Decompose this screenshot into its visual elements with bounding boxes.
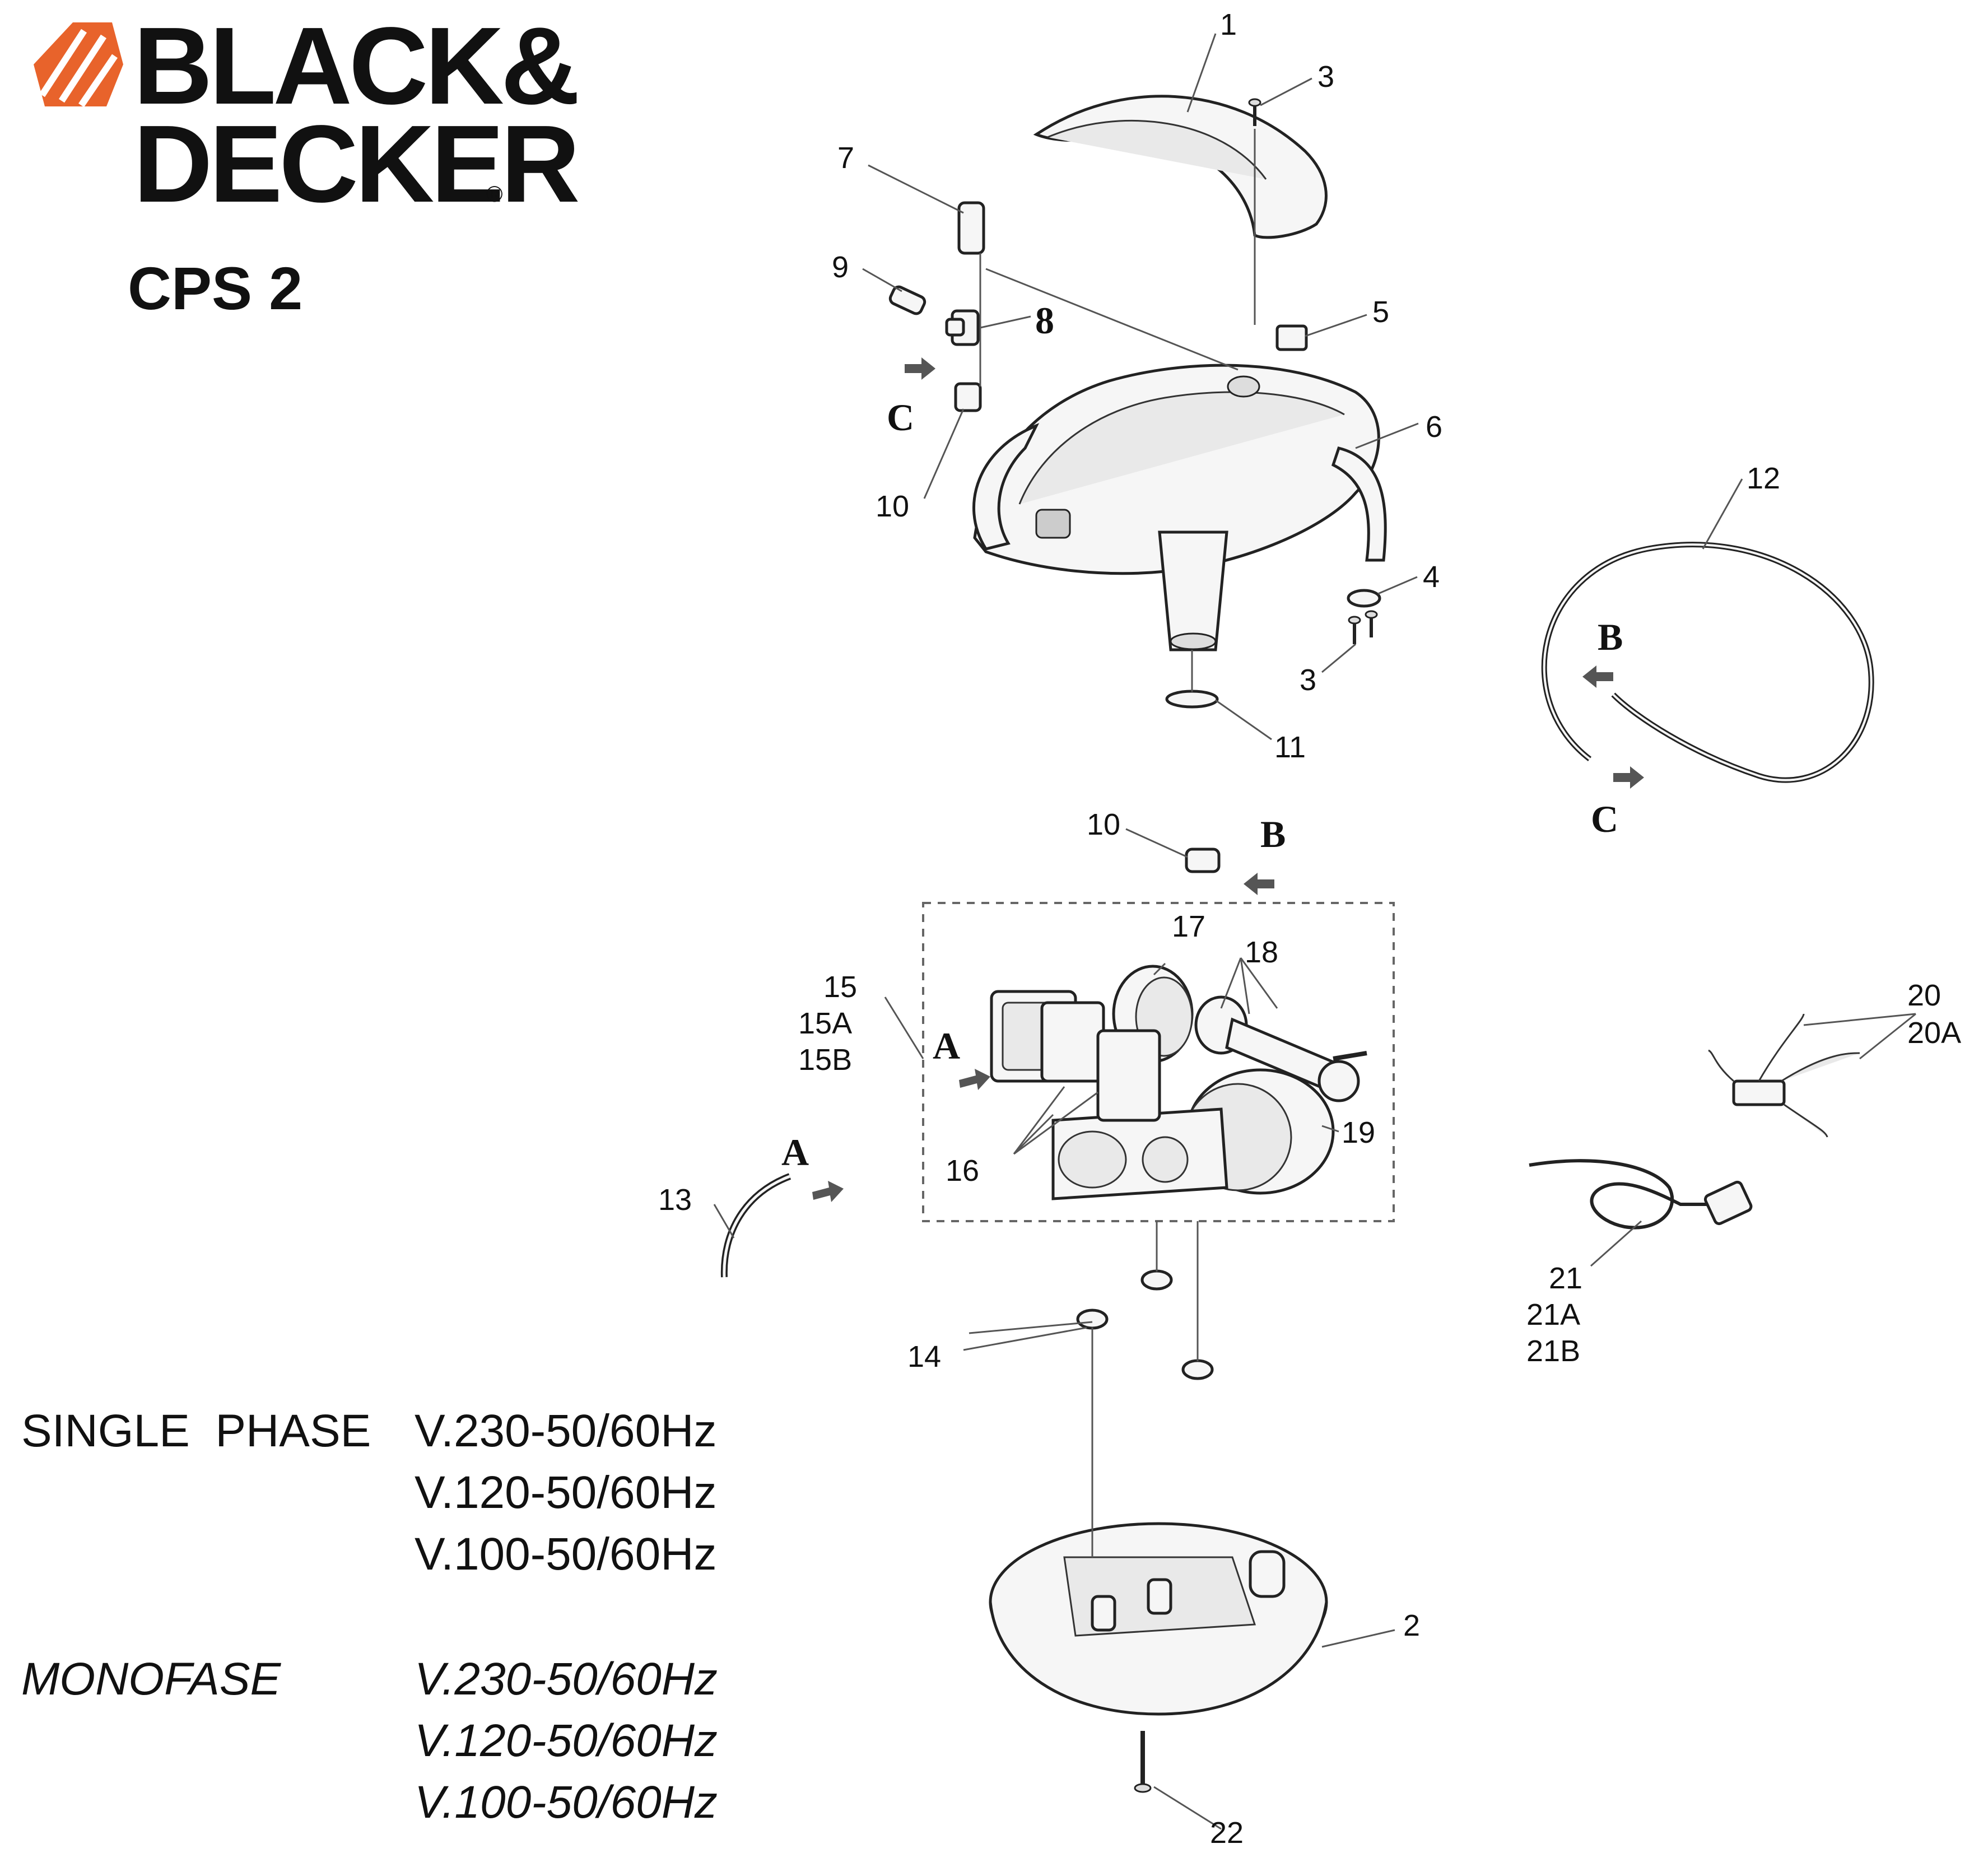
part-6-top-housing — [972, 364, 1387, 651]
part-7-valve — [957, 201, 985, 255]
callout-20a: 20A — [1907, 1016, 1961, 1050]
callout-3: 3 — [1300, 663, 1316, 697]
callout-9: 9 — [832, 250, 849, 284]
callout-labels: 1 3 7 9 8 5 6 C 10 4 3 11 12 B C 10 B 17… — [658, 8, 1961, 1850]
monofase-label: MONOFASE — [21, 1654, 281, 1705]
part-10-elbow-upper — [954, 382, 982, 412]
part-2-base — [989, 1522, 1328, 1716]
brand-line-2: DECKER — [133, 103, 578, 225]
part-4-foot — [1347, 589, 1381, 608]
callout-11: 11 — [1274, 730, 1306, 764]
monofase-value: V.100-50/60Hz — [415, 1777, 718, 1828]
part-14-grommets — [1076, 1269, 1214, 1380]
part-11-foot — [1165, 690, 1219, 709]
part-9-nipple — [888, 285, 927, 315]
compressor-group-box — [922, 902, 1395, 1222]
part-3-screw-upper — [1248, 98, 1261, 126]
callout-15: 15 — [823, 970, 857, 1004]
part-13-tube — [720, 1173, 792, 1278]
part-8-tee-fitting — [945, 309, 980, 346]
callout-17: 17 — [1172, 910, 1205, 943]
callout-12: 12 — [1747, 462, 1780, 495]
callout-6: 6 — [1426, 410, 1442, 444]
single-phase-label: SINGLE PHASE — [21, 1405, 371, 1456]
part-22-screw — [1134, 1731, 1152, 1793]
voltage-spec: SINGLE PHASE V.230-50/60Hz V.120-50/60Hz… — [21, 1405, 718, 1828]
part-5-clip — [1275, 324, 1308, 351]
part-3-screws-lower — [1348, 610, 1378, 644]
connector-a-comp: A — [933, 1025, 960, 1067]
connector-c-top: C — [887, 396, 914, 439]
single-phase-value: V.120-50/60Hz — [415, 1467, 717, 1518]
connector-a-tube: A — [781, 1131, 809, 1174]
model-name: CPS 2 — [128, 254, 302, 322]
callout-3: 3 — [1317, 60, 1334, 94]
callout-2: 2 — [1403, 1609, 1420, 1642]
part-16-crankcase — [1051, 1029, 1228, 1200]
callout-15b: 15B — [798, 1043, 852, 1077]
monofase-value: V.230-50/60Hz — [415, 1654, 718, 1705]
callout-19: 19 — [1342, 1116, 1375, 1149]
part-10-elbow-lower — [1185, 848, 1221, 873]
brand-line-1: BLACK& — [133, 4, 577, 127]
part-21-power-cord — [1529, 1159, 1753, 1230]
callout-18: 18 — [1245, 935, 1278, 969]
part-18-piston-rod — [1194, 995, 1367, 1102]
callout-10: 10 — [1087, 808, 1120, 841]
single-phase-value: V.100-50/60Hz — [415, 1529, 717, 1580]
callout-21b: 21B — [1526, 1334, 1580, 1368]
callout-15a: 15A — [798, 1007, 852, 1040]
callout-21a: 21A — [1526, 1298, 1580, 1331]
connector-c-hose: C — [1591, 798, 1618, 840]
callout-21: 21 — [1549, 1261, 1582, 1295]
brand-logo: BLACK& DECKER ® — [34, 4, 581, 225]
brand-registered-mark: ® — [486, 182, 502, 207]
callout-14: 14 — [907, 1340, 941, 1374]
connection-arrows — [812, 357, 1644, 1202]
callout-13: 13 — [658, 1183, 692, 1217]
callout-5: 5 — [1372, 295, 1389, 329]
callout-16: 16 — [946, 1154, 979, 1188]
callout-8: 8 — [1035, 299, 1054, 342]
callout-10: 10 — [876, 490, 909, 523]
callout-1: 1 — [1220, 8, 1237, 41]
brand-hexagon-icon — [34, 22, 123, 108]
part-15-cylinder-head — [990, 990, 1105, 1083]
leader-lines — [713, 33, 1916, 1830]
callout-20: 20 — [1907, 979, 1941, 1012]
connector-b-comp: B — [1260, 813, 1286, 855]
callout-7: 7 — [837, 141, 854, 175]
part-12-hose-loop — [1541, 542, 1874, 783]
connector-b-hose: B — [1598, 616, 1623, 658]
single-phase-value: V.230-50/60Hz — [415, 1405, 717, 1456]
part-1-handle-cover — [1033, 95, 1328, 239]
monofase-value: V.120-50/60Hz — [415, 1715, 718, 1766]
callout-22: 22 — [1210, 1816, 1244, 1850]
part-20-wiring — [1708, 1013, 1860, 1138]
callout-4: 4 — [1423, 560, 1440, 594]
